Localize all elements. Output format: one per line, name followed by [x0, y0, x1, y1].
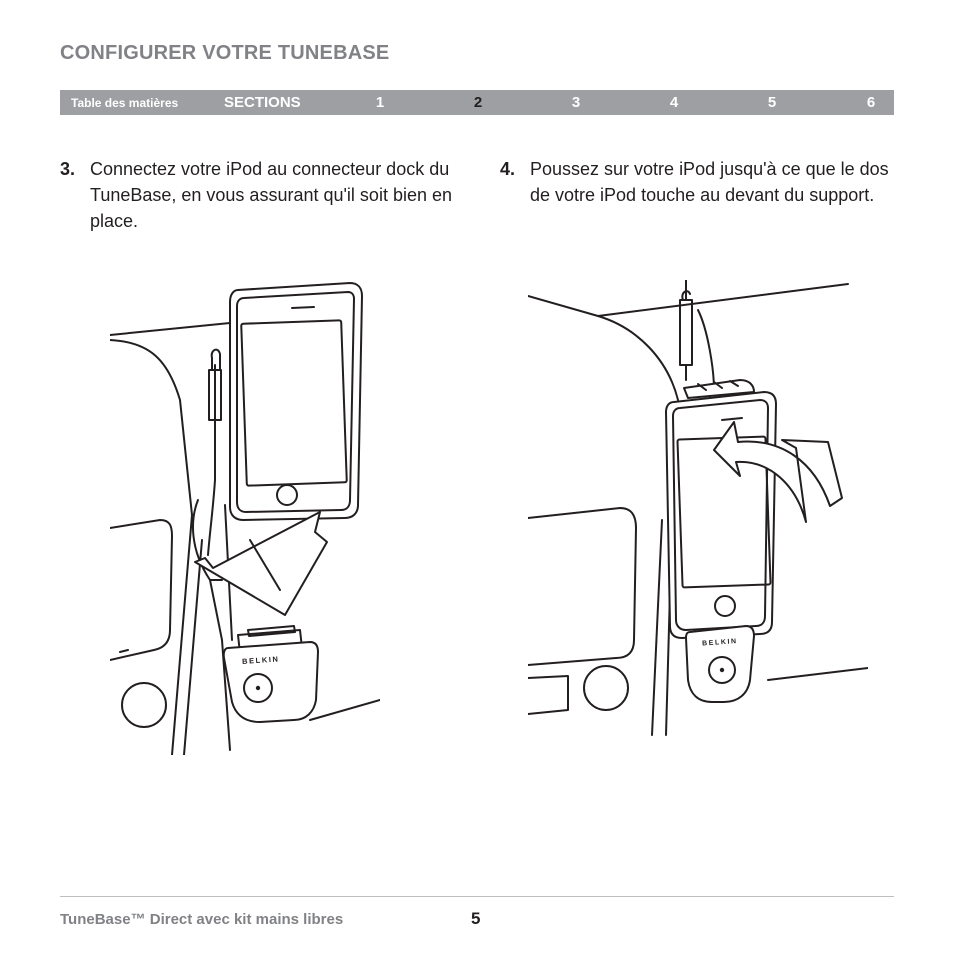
step-number: 3. [60, 159, 76, 179]
ipod-icon [229, 282, 363, 521]
illustration-push-ipod: BELKIN [528, 280, 868, 736]
belkin-brand-text: BELKIN [702, 638, 738, 647]
footer-divider [60, 896, 894, 897]
illustration-connect-ipod: BELKIN [110, 282, 380, 755]
footer-product-name: TuneBase™ Direct avec kit mains libres [60, 911, 344, 928]
ipod-icon [665, 391, 777, 639]
dashboard-knob-icon [583, 665, 629, 711]
page-number: 5 [471, 909, 481, 928]
step-text: Connectez votre iPod au connecteur dock … [90, 159, 452, 231]
dashboard-knob-icon [121, 682, 167, 728]
belkin-brand-text: BELKIN [242, 654, 280, 666]
push-arrow-icon [713, 421, 843, 523]
sections-label: SECTIONS [224, 94, 301, 111]
step-number: 4. [500, 159, 516, 179]
step-text: Poussez sur votre iPod jusqu'à ce que le… [530, 159, 889, 205]
tunebase-dock-icon: BELKIN [222, 625, 319, 723]
section-link-4[interactable]: 4 [669, 94, 679, 111]
table-of-contents-link[interactable]: Table des matières [71, 96, 179, 110]
tunebase-dock-icon: BELKIN [685, 625, 755, 703]
section-link-6[interactable]: 6 [866, 94, 876, 111]
section-navigation-bar: Table des matières SECTIONS 1 2 3 4 5 6 [60, 90, 894, 115]
section-link-2[interactable]: 2 [473, 94, 483, 111]
section-link-5[interactable]: 5 [767, 94, 777, 111]
down-arrow-icon [194, 511, 328, 616]
page-title: CONFIGURER VOTRE TUNEBASE [60, 42, 390, 64]
section-link-1[interactable]: 1 [375, 94, 385, 111]
section-link-3[interactable]: 3 [571, 94, 581, 111]
